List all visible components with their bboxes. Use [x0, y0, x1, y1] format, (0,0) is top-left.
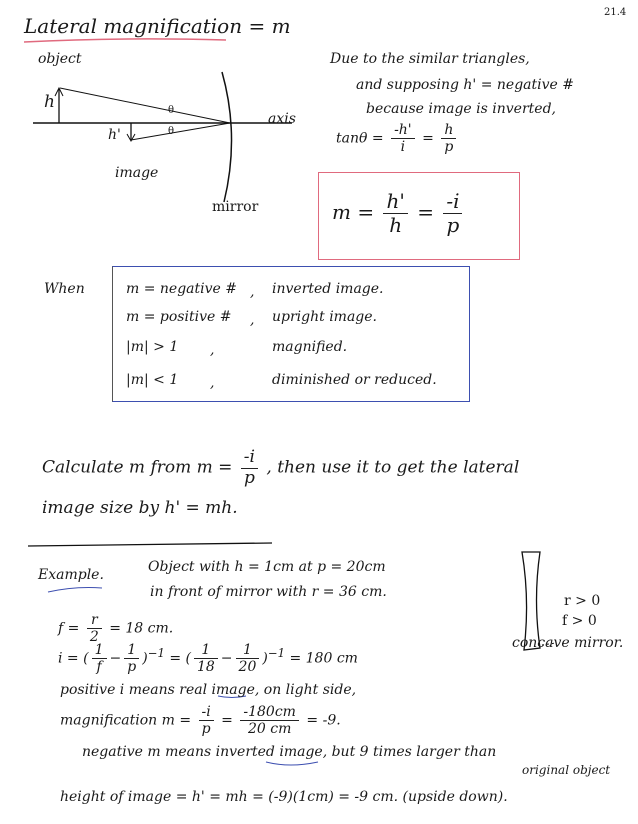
reflected-ray	[130, 122, 231, 141]
f-condition: f > 0	[562, 613, 597, 629]
h-prime-label: h'	[108, 127, 121, 143]
calculate-line2: image size by h' = mh.	[42, 498, 238, 518]
height-of-image-line: height of image = h' = mh = (-9)(1cm) = …	[60, 789, 508, 805]
negative-m-line: negative m means inverted image, but 9 t…	[82, 744, 497, 760]
equals: =	[422, 130, 434, 147]
fraction: h'h	[383, 190, 408, 237]
case-condition: m = negative #	[126, 281, 237, 297]
case-sep: ,	[250, 312, 255, 328]
case-sep: ,	[210, 375, 215, 391]
cases-box	[112, 266, 470, 402]
case-sep: ,	[210, 342, 215, 358]
equals: =	[417, 200, 434, 224]
case-meaning: magnified.	[272, 339, 348, 355]
case-sep: ,	[250, 284, 255, 300]
axis-label: axis	[268, 111, 296, 127]
formula-lhs: m =	[332, 200, 375, 224]
calculate-text: Calculate m from m =	[42, 457, 233, 478]
case-meaning: inverted image.	[272, 281, 384, 297]
positive-i-line: positive i means real image, on light si…	[60, 682, 357, 698]
focus-dots	[541, 642, 557, 646]
section-divider	[27, 542, 273, 547]
explanation-line2: and supposing h' = negative #	[356, 77, 575, 93]
incident-ray	[59, 87, 231, 124]
object-arrow-head	[54, 86, 64, 97]
page-title: Lateral magnification = m	[24, 14, 291, 38]
fraction: -h'i	[391, 122, 415, 155]
theta-lower: θ	[168, 126, 175, 137]
calculate-text-2: , then use it to get the lateral	[266, 457, 520, 478]
h-label: h	[44, 92, 55, 112]
magnification-formula-box	[318, 172, 520, 260]
example-line2: in front of mirror with r = 36 cm.	[150, 584, 387, 600]
case-meaning: upright image.	[272, 309, 377, 325]
explanation-line3: because image is inverted,	[366, 101, 556, 117]
case-condition: |m| < 1	[126, 372, 179, 388]
explanation-line1: Due to the similar triangles,	[330, 51, 530, 67]
mirror-arc	[221, 71, 233, 203]
concave-mirror-sketch	[521, 551, 541, 651]
object-label: object	[38, 51, 82, 67]
example-underline	[47, 587, 103, 593]
example-label: Example.	[38, 567, 104, 583]
mirror-label: mirror	[212, 199, 259, 215]
title-underline	[23, 38, 227, 43]
tan-lhs: tanθ =	[336, 130, 384, 147]
page-number: 21.4	[604, 7, 627, 18]
concave-mirror-label: concave mirror.	[512, 635, 624, 651]
original-object: original object	[522, 763, 611, 777]
r-condition: r > 0	[564, 593, 601, 609]
example-line1: Object with h = 1cm at p = 20cm	[148, 559, 386, 575]
when-label: When	[44, 281, 85, 297]
image-arrow-head	[126, 133, 136, 143]
theta-upper: θ	[168, 105, 175, 116]
inverted-underline	[265, 761, 319, 766]
case-condition: |m| > 1	[126, 339, 179, 355]
case-meaning: diminished or reduced.	[272, 372, 437, 388]
image-label: image	[115, 165, 159, 181]
case-condition: m = positive #	[126, 309, 232, 325]
real-underline	[217, 695, 247, 698]
